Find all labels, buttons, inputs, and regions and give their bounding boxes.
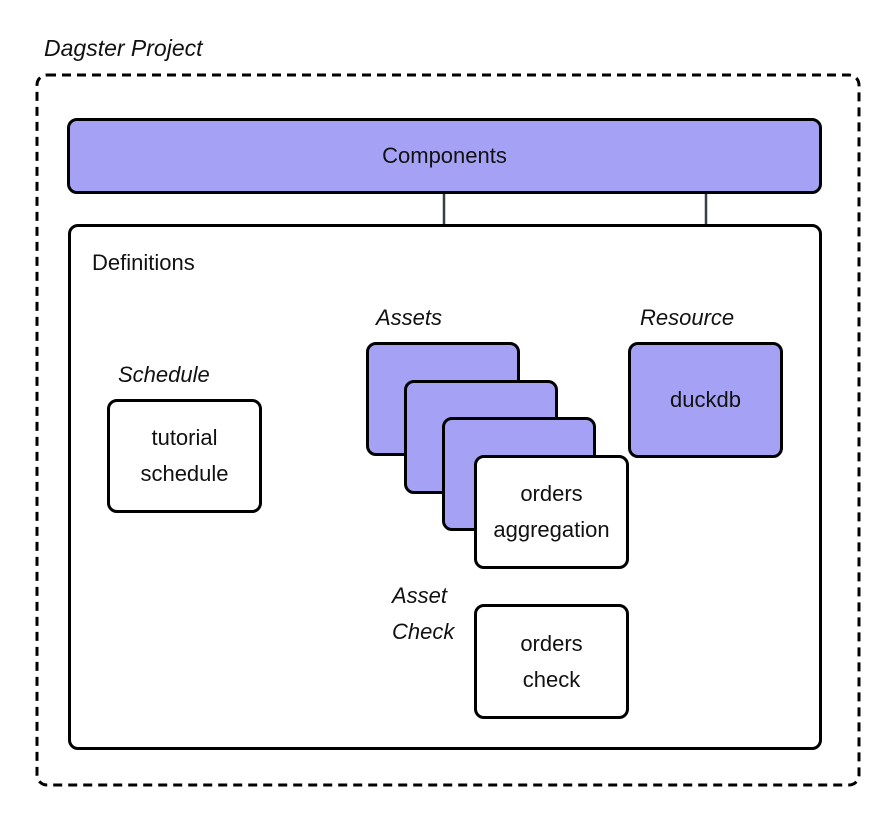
tutorial-schedule-box[interactable]: tutorial schedule bbox=[107, 399, 262, 513]
components-bar[interactable]: Components bbox=[67, 118, 822, 194]
assets-heading: Assets bbox=[376, 305, 443, 330]
schedule-heading: Schedule bbox=[118, 362, 210, 387]
asset-check-heading: Asset Check bbox=[392, 583, 455, 644]
orders-aggregation-label: orders aggregation bbox=[493, 481, 610, 542]
duckdb-label: duckdb bbox=[670, 387, 741, 412]
orders-aggregation-box[interactable]: orders aggregation bbox=[474, 455, 629, 569]
project-title: Dagster Project bbox=[44, 35, 203, 61]
resource-heading: Resource bbox=[640, 305, 735, 330]
orders-check-label: orders check bbox=[520, 630, 583, 692]
tutorial-schedule-label: tutorial schedule bbox=[140, 425, 229, 486]
definitions-label: Definitions bbox=[92, 250, 195, 275]
duckdb-box[interactable]: duckdb bbox=[628, 342, 783, 458]
project-boundary bbox=[35, 73, 861, 787]
components-label: Components bbox=[382, 143, 507, 168]
orders-check-box[interactable]: orders check bbox=[474, 604, 629, 719]
